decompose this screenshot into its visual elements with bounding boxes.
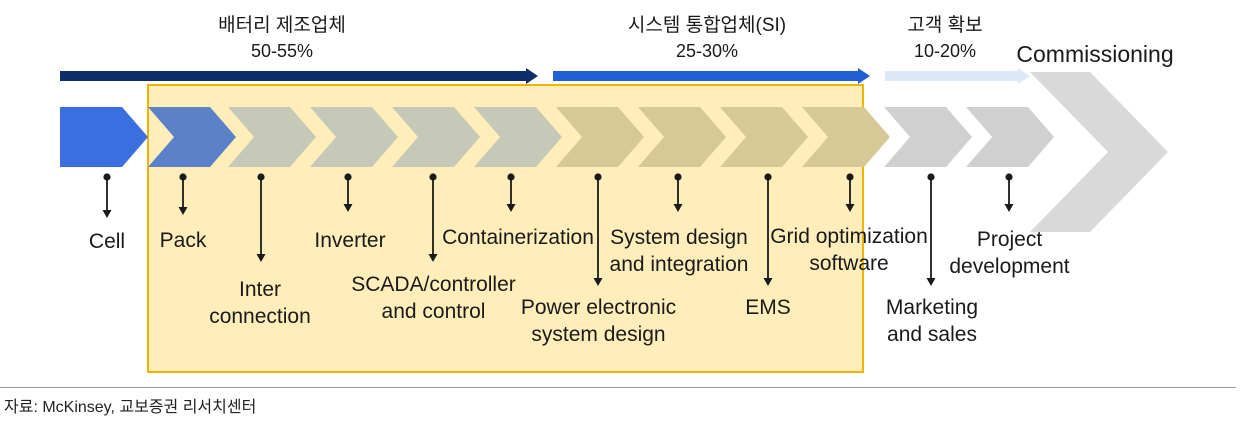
- connector-arrowhead-interconnection: [256, 254, 266, 262]
- chevron-containerization: [474, 107, 562, 167]
- chevron-marketing: [884, 107, 972, 167]
- chevron-power-electronic: [556, 107, 644, 167]
- step-line: development: [949, 255, 1070, 279]
- connector-arrowhead-cell: [102, 210, 112, 218]
- step-line: SCADA/controller: [351, 273, 516, 296]
- step-label-interconnection: Inter connection: [200, 276, 320, 331]
- phase-arrow-battery-head: [526, 68, 538, 84]
- step-line: Containerization: [442, 226, 594, 249]
- step-label-containerization: Containerization: [438, 224, 598, 251]
- connector-arrowhead-pack: [178, 207, 188, 215]
- source-note: 자료: McKinsey, 교보증권 리서치센터: [4, 399, 257, 416]
- connector-arrowhead-power-electronic: [593, 278, 603, 286]
- step-line: and sales: [887, 323, 977, 347]
- chevron-scada: [392, 107, 480, 167]
- step-line: Pack: [159, 229, 207, 252]
- connector-arrowhead-inverter: [343, 204, 353, 212]
- phase-share-customer: 10-20%: [913, 41, 977, 61]
- connector-arrowhead-marketing: [926, 278, 936, 286]
- chevron-grid-optimization: [802, 107, 890, 167]
- phase-arrow-si: [553, 71, 858, 81]
- step-label-ems: EMS: [728, 294, 808, 321]
- phase-share-battery: 50-55%: [250, 41, 314, 61]
- phase-title-si: 시스템 통합업체(SI): [627, 15, 787, 36]
- phase-arrow-customer-head: [1018, 68, 1030, 84]
- connector-arrowhead-project-development: [1004, 204, 1014, 212]
- step-line: Power electronic: [520, 296, 677, 319]
- step-line: and control: [381, 300, 486, 324]
- step-label-marketing: Marketing and sales: [872, 294, 992, 349]
- step-label-pack: Pack: [133, 227, 233, 254]
- connector-arrowhead-ems: [763, 278, 773, 286]
- step-line: EMS: [745, 296, 791, 319]
- commissioning-chevron: [1030, 72, 1168, 232]
- phase-share-si: 25-30%: [675, 41, 739, 61]
- commissioning-label: Commissioning: [1016, 41, 1174, 67]
- step-line: Marketing: [885, 296, 979, 319]
- phase-arrow-si-head: [858, 68, 870, 84]
- step-line: connection: [209, 305, 311, 329]
- step-label-system-design: System design and integration: [600, 224, 758, 279]
- step-line: Project: [976, 228, 1043, 251]
- phase-arrow-battery: [60, 71, 526, 81]
- step-label-scada: SCADA/controller and control: [346, 271, 521, 326]
- step-label-grid-optimization: Grid optimization software: [763, 223, 935, 278]
- step-label-cell: Cell: [57, 228, 157, 255]
- chevron-pack: [148, 107, 236, 167]
- connector-arrowhead-scada: [428, 254, 438, 262]
- step-line: System design: [610, 226, 748, 249]
- phase-arrow-customer: [885, 71, 1018, 81]
- phase-title-battery: 배터리 제조업체: [218, 15, 346, 36]
- phase-title-customer: 고객 확보: [907, 15, 983, 36]
- chevron-system-design: [638, 107, 726, 167]
- chevron-project-development: [966, 107, 1054, 167]
- connector-arrowhead-system-design: [673, 204, 683, 212]
- chevron-ems: [720, 107, 808, 167]
- step-label-inverter: Inverter: [295, 227, 405, 254]
- value-chain-diagram: [60, 68, 1168, 286]
- step-line: Cell: [88, 230, 126, 253]
- step-line: software: [809, 252, 889, 276]
- step-line: and integration: [609, 253, 749, 277]
- source-divider: [0, 387, 1236, 388]
- step-line: Inter: [238, 278, 282, 301]
- step-line: Grid optimization: [770, 225, 928, 248]
- step-label-project-development: Project development: [942, 226, 1077, 281]
- connector-arrowhead-containerization: [506, 204, 516, 212]
- step-label-power-electronic: Power electronic system design: [516, 294, 681, 349]
- connector-arrowhead-grid-optimization: [845, 204, 855, 212]
- chevron-cell: [60, 107, 148, 167]
- chevron-inverter: [310, 107, 398, 167]
- step-line: system design: [531, 323, 666, 347]
- chevron-interconnection: [228, 107, 316, 167]
- step-line: Inverter: [314, 229, 386, 252]
